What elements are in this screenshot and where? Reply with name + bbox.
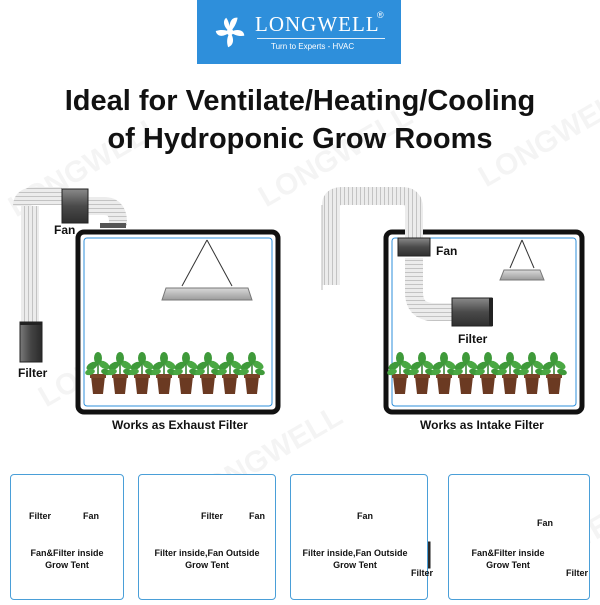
brand-tagline: Turn to Experts - HVAC xyxy=(271,42,355,51)
filter-label: Filter xyxy=(411,568,434,578)
setup-title: Filter inside,Fan Outside Grow Tent xyxy=(291,547,419,571)
intake-fan-label: Fan xyxy=(436,244,458,258)
intake-duct xyxy=(322,187,423,285)
fan-label: Fan xyxy=(249,511,266,521)
setup-card-3: Fan Filter Filter inside,Fan Outside Gro… xyxy=(290,474,433,600)
setup-title-line-2: Grow Tent xyxy=(333,560,377,570)
setup-card-1: Filter Fan Fan&Filter inside Grow Tent xyxy=(10,474,124,600)
setup-title: Fan&Filter inside Grow Tent xyxy=(11,547,123,571)
grow-lamp xyxy=(161,287,253,301)
registered-mark: ® xyxy=(377,10,384,20)
setup-title: Filter inside,Fan Outside Grow Tent xyxy=(139,547,275,571)
fan-unit xyxy=(61,188,89,224)
fan-logo-icon xyxy=(215,17,245,48)
fan-label: Fan xyxy=(537,518,554,528)
title-line-2: of Hydroponic Grow Rooms xyxy=(107,123,493,155)
intake-caption: Works as Intake Filter xyxy=(420,418,544,432)
filter-label: Filter xyxy=(566,568,589,578)
setup-title-line-2: Grow Tent xyxy=(185,560,229,570)
intake-scene xyxy=(321,187,585,415)
filter-label: Filter xyxy=(201,511,224,521)
brand-name: LONGWELL xyxy=(255,12,380,36)
fan-unit xyxy=(397,237,431,257)
intake-filter-label: Filter xyxy=(458,332,488,346)
exhaust-scene xyxy=(13,187,281,415)
fan-label: Fan xyxy=(357,511,374,521)
setup-card-2: Filter Fan Filter inside,Fan Outside Gro… xyxy=(138,474,276,600)
grow-lamp xyxy=(499,269,545,281)
exhaust-filter-label: Filter xyxy=(18,366,48,380)
setup-card-4: Fan Filter Fan&Filter inside Grow Tent xyxy=(448,474,590,600)
setup-title-line-1: Fan&Filter inside xyxy=(30,548,104,558)
carbon-filter xyxy=(19,321,43,363)
setup-title: Fan&Filter inside Grow Tent xyxy=(449,547,567,571)
logo-banner: LONGWELL ® Turn to Experts - HVAC xyxy=(197,0,401,64)
carbon-filter xyxy=(451,297,493,327)
brand-divider xyxy=(257,38,385,39)
setup-title-line-2: Grow Tent xyxy=(45,560,89,570)
setup-title-line-1: Fan&Filter inside xyxy=(471,548,545,558)
page-title: Ideal for Ventilate/Heating/Cooling of H… xyxy=(0,82,600,158)
setup-title-line-2: Grow Tent xyxy=(486,560,530,570)
filter-label: Filter xyxy=(29,511,52,521)
exhaust-fan-label: Fan xyxy=(54,223,76,237)
setup-title-line-1: Filter inside,Fan Outside xyxy=(302,548,408,558)
title-line-1: Ideal for Ventilate/Heating/Cooling xyxy=(64,85,536,117)
exhaust-caption: Works as Exhaust Filter xyxy=(112,418,248,432)
setup-title-line-1: Filter inside,Fan Outside xyxy=(154,548,260,558)
fan-label: Fan xyxy=(83,511,100,521)
